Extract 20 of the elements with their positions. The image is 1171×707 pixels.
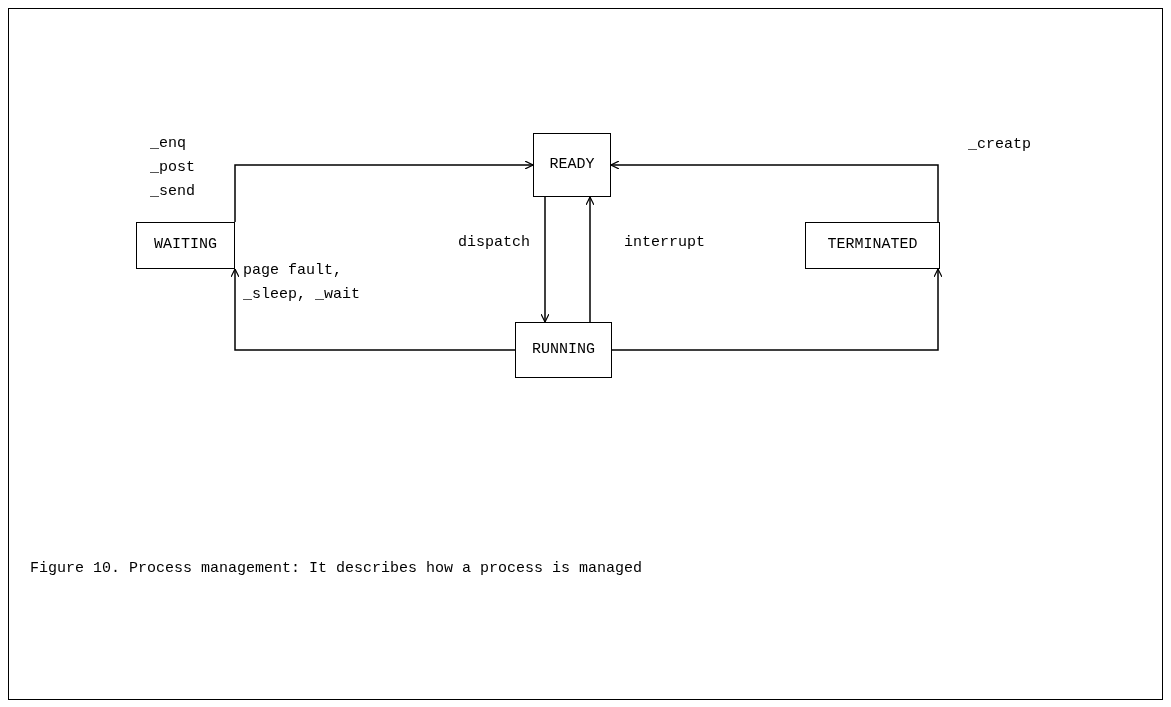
arrow — [230, 268, 516, 351]
edge-label: page fault, _sleep, _wait — [243, 261, 362, 305]
state-name: READY — [549, 154, 595, 175]
arrow — [611, 268, 943, 351]
edge-label: _creatp — [968, 135, 1032, 155]
state-name: TERMINATED — [827, 235, 918, 256]
figure-caption: Figure 10. Process management: It describes how a process is managed — [30, 559, 644, 579]
edge-label: _enq _post _send — [150, 134, 196, 202]
state-box — [136, 222, 235, 269]
state-name: RUNNING — [532, 339, 595, 360]
arrow — [234, 160, 534, 223]
state-box — [515, 322, 612, 378]
state-box — [805, 222, 940, 269]
arrow — [610, 160, 939, 223]
edge-label: interrupt — [624, 233, 706, 253]
arrow — [585, 196, 595, 323]
arrow — [540, 196, 550, 323]
edge-label: dispatch — [457, 233, 530, 253]
state-name: WAITING — [154, 235, 217, 256]
state-box — [533, 133, 611, 197]
